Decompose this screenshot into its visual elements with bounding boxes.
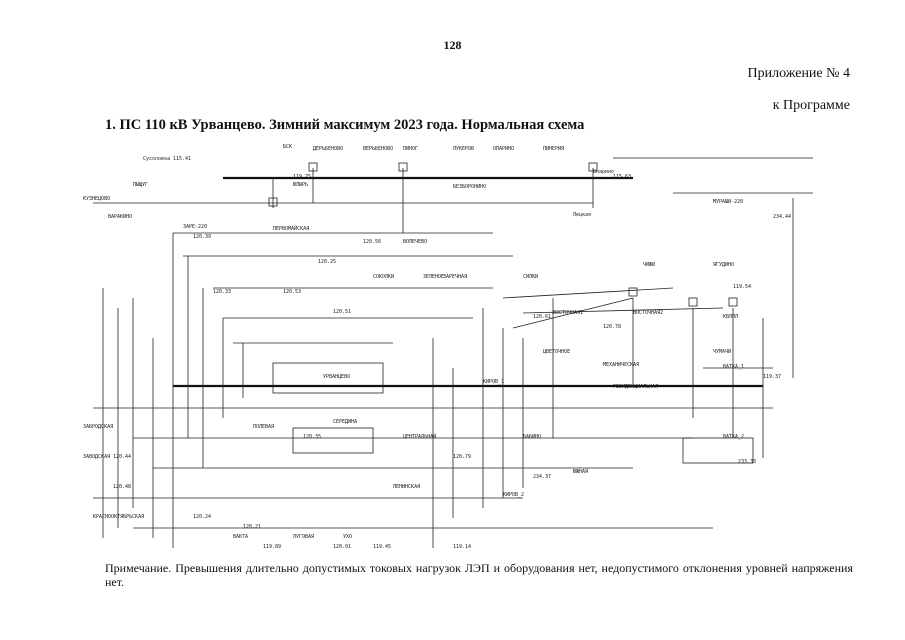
substation-label: ПОЛЕВАЯ (253, 424, 274, 430)
scheme-labels: БСК ДЕРЬБЕНОВО ВЕРЬБЕНОВО ПИНОГ ЛУКЕРОВ ОПАРИ… (83, 144, 791, 550)
voltage-value: 120.01 (333, 544, 351, 550)
substation-label: ЦЕНТРАЛЬНАЯ (403, 434, 436, 440)
voltage-value: 119.75 (293, 174, 311, 180)
voltage-value: 120.51 (333, 309, 351, 315)
substation-label: ЛУКЕРОВ (453, 146, 474, 152)
substation-label: ЗАРЕЧНАЯ (443, 274, 467, 280)
substation-label: ЮЖНАЯ (573, 469, 588, 475)
voltage-value: 120.44 (113, 454, 131, 460)
substation-label: ЧИЖИ (643, 262, 655, 268)
substation-label: КВЛПЛ (723, 314, 738, 320)
substation-label: КРАСНООКТЯБРЬСКАЯ (93, 514, 144, 520)
voltage-value: 120.35 (303, 434, 321, 440)
substation-label: МЕХАНИЧЕСКАЯ (603, 362, 639, 368)
substation-label: СОКОЛКИ (373, 274, 394, 280)
substation-label: ОПАРИНО (493, 146, 514, 152)
substation-label: КИРОВ_2 (503, 492, 524, 498)
substation-label: ВЕРЬБЕНОВО (363, 146, 393, 152)
substation-label: РЕЗИДЕНЦИАЛЬНАЯ (613, 384, 658, 390)
voltage-value: 119.89 (263, 544, 281, 550)
substation-label: ПЕРВОМАЙСКАЯ (273, 225, 309, 232)
substation-label: ЯГУДИНО (713, 262, 734, 268)
voltage-value: 120.48 (113, 484, 131, 490)
scheme-lines (93, 157, 813, 548)
substation-label: СЕРЕДИНА (333, 419, 357, 425)
voltage-value: 120.78 (603, 324, 621, 330)
substation-label: ЗАРЕ-220 (183, 224, 207, 230)
substation-label: Лецкая (573, 212, 591, 218)
substation-label: ЗАВОДСКАЯ (83, 454, 110, 460)
voltage-value: 120.33 (213, 289, 231, 295)
voltage-value: 120.39 (193, 234, 211, 240)
electrical-scheme: БСК ДЕРЬБЕНОВО ВЕРЬБЕНОВО ПИНОГ ЛУКЕРОВ ОПАРИ… (73, 138, 833, 558)
voltage-value: 120.56 (363, 239, 381, 245)
voltage-value: 119.54 (733, 284, 751, 290)
substation-label: ВОСТОЧНАЯ1 (553, 310, 583, 316)
substation-label: МУРАШИ-220 (713, 199, 743, 205)
voltage-value: 120.21 (243, 524, 261, 530)
voltage-value: 115.41 (173, 156, 191, 162)
substation-label: ДЕРЬБЕНОВО (313, 146, 343, 152)
voltage-value: 120.79 (453, 454, 471, 460)
voltage-value: 234.44 (773, 214, 791, 220)
substation-label: ЛУГОВАЯ (293, 534, 314, 540)
substation-label: БСК (283, 144, 292, 150)
substation-label: СИЛКИ (523, 274, 538, 280)
substation-label: ЗАБРОДСКАЯ (83, 424, 113, 430)
voltage-value: 120.53 (283, 289, 301, 295)
voltage-value: 119.14 (453, 544, 471, 550)
substation-label: КУЗНЕЦОВО (83, 196, 110, 202)
substation-label: ЛЕНИНСКАЯ (393, 484, 420, 490)
substation-label: УХО (343, 534, 352, 540)
program-label: к Программе (772, 98, 850, 113)
substation-label: ПИНЕРИЯ (543, 146, 564, 152)
voltage-value: 120.24 (193, 514, 211, 520)
substation-label: ВАТКА_1 (723, 364, 744, 370)
substation-label: ПЫЩУГ (133, 182, 148, 188)
substation-label: ВАТКА_2 (723, 434, 744, 440)
page-number: 128 (443, 38, 462, 52)
substation-label: ЧУМАЧИ (713, 349, 731, 355)
voltage-value: 119.37 (763, 374, 781, 380)
substation-label: ЦВЕТОЧНОЕ (543, 349, 570, 355)
scheme-svg: БСК ДЕРЬБЕНОВО ВЕРЬБЕНОВО ПИНОГ ЛУКЕРОВ ОПАРИ… (83, 144, 813, 550)
voltage-value: 119.45 (373, 544, 391, 550)
substation-label: КИРОВ_1 (483, 379, 504, 385)
voltage-value: 234.37 (533, 474, 551, 480)
substation-label: БАБИНО (523, 434, 541, 440)
substation-label: ПИНОГ (403, 146, 418, 152)
substation-label: ВОЛЕЧЕВО (403, 239, 427, 245)
voltage-value: 120.25 (318, 259, 336, 265)
voltage-value: 233.33 (738, 459, 756, 465)
footnote: Примечание. Превышения длительно допусти… (105, 561, 853, 589)
substation-label: БЕЗБОРОНИНО (453, 184, 486, 190)
voltage-value: 115.63 (613, 174, 631, 180)
substation-label: ВАКТА (233, 534, 248, 540)
substation-label: Опарино (593, 169, 614, 175)
document-title: 1. ПС 110 кВ Урванцево. Зимний максимум … (105, 117, 585, 133)
appendix-label: Приложение № 4 (747, 66, 851, 81)
substation-label: ЗЕЛЕНОЕ (423, 274, 444, 280)
voltage-value: 120.61 (533, 314, 551, 320)
substation-label: УРВАНЦЕВО (323, 374, 350, 380)
substation-label: Сусоловка (143, 156, 170, 162)
substation-label: ВОСТОЧНАЯ2 (633, 310, 663, 316)
substation-label: ВАРАКИНО (108, 214, 132, 220)
substation-label: ЮЛЫРЬ (293, 182, 308, 188)
